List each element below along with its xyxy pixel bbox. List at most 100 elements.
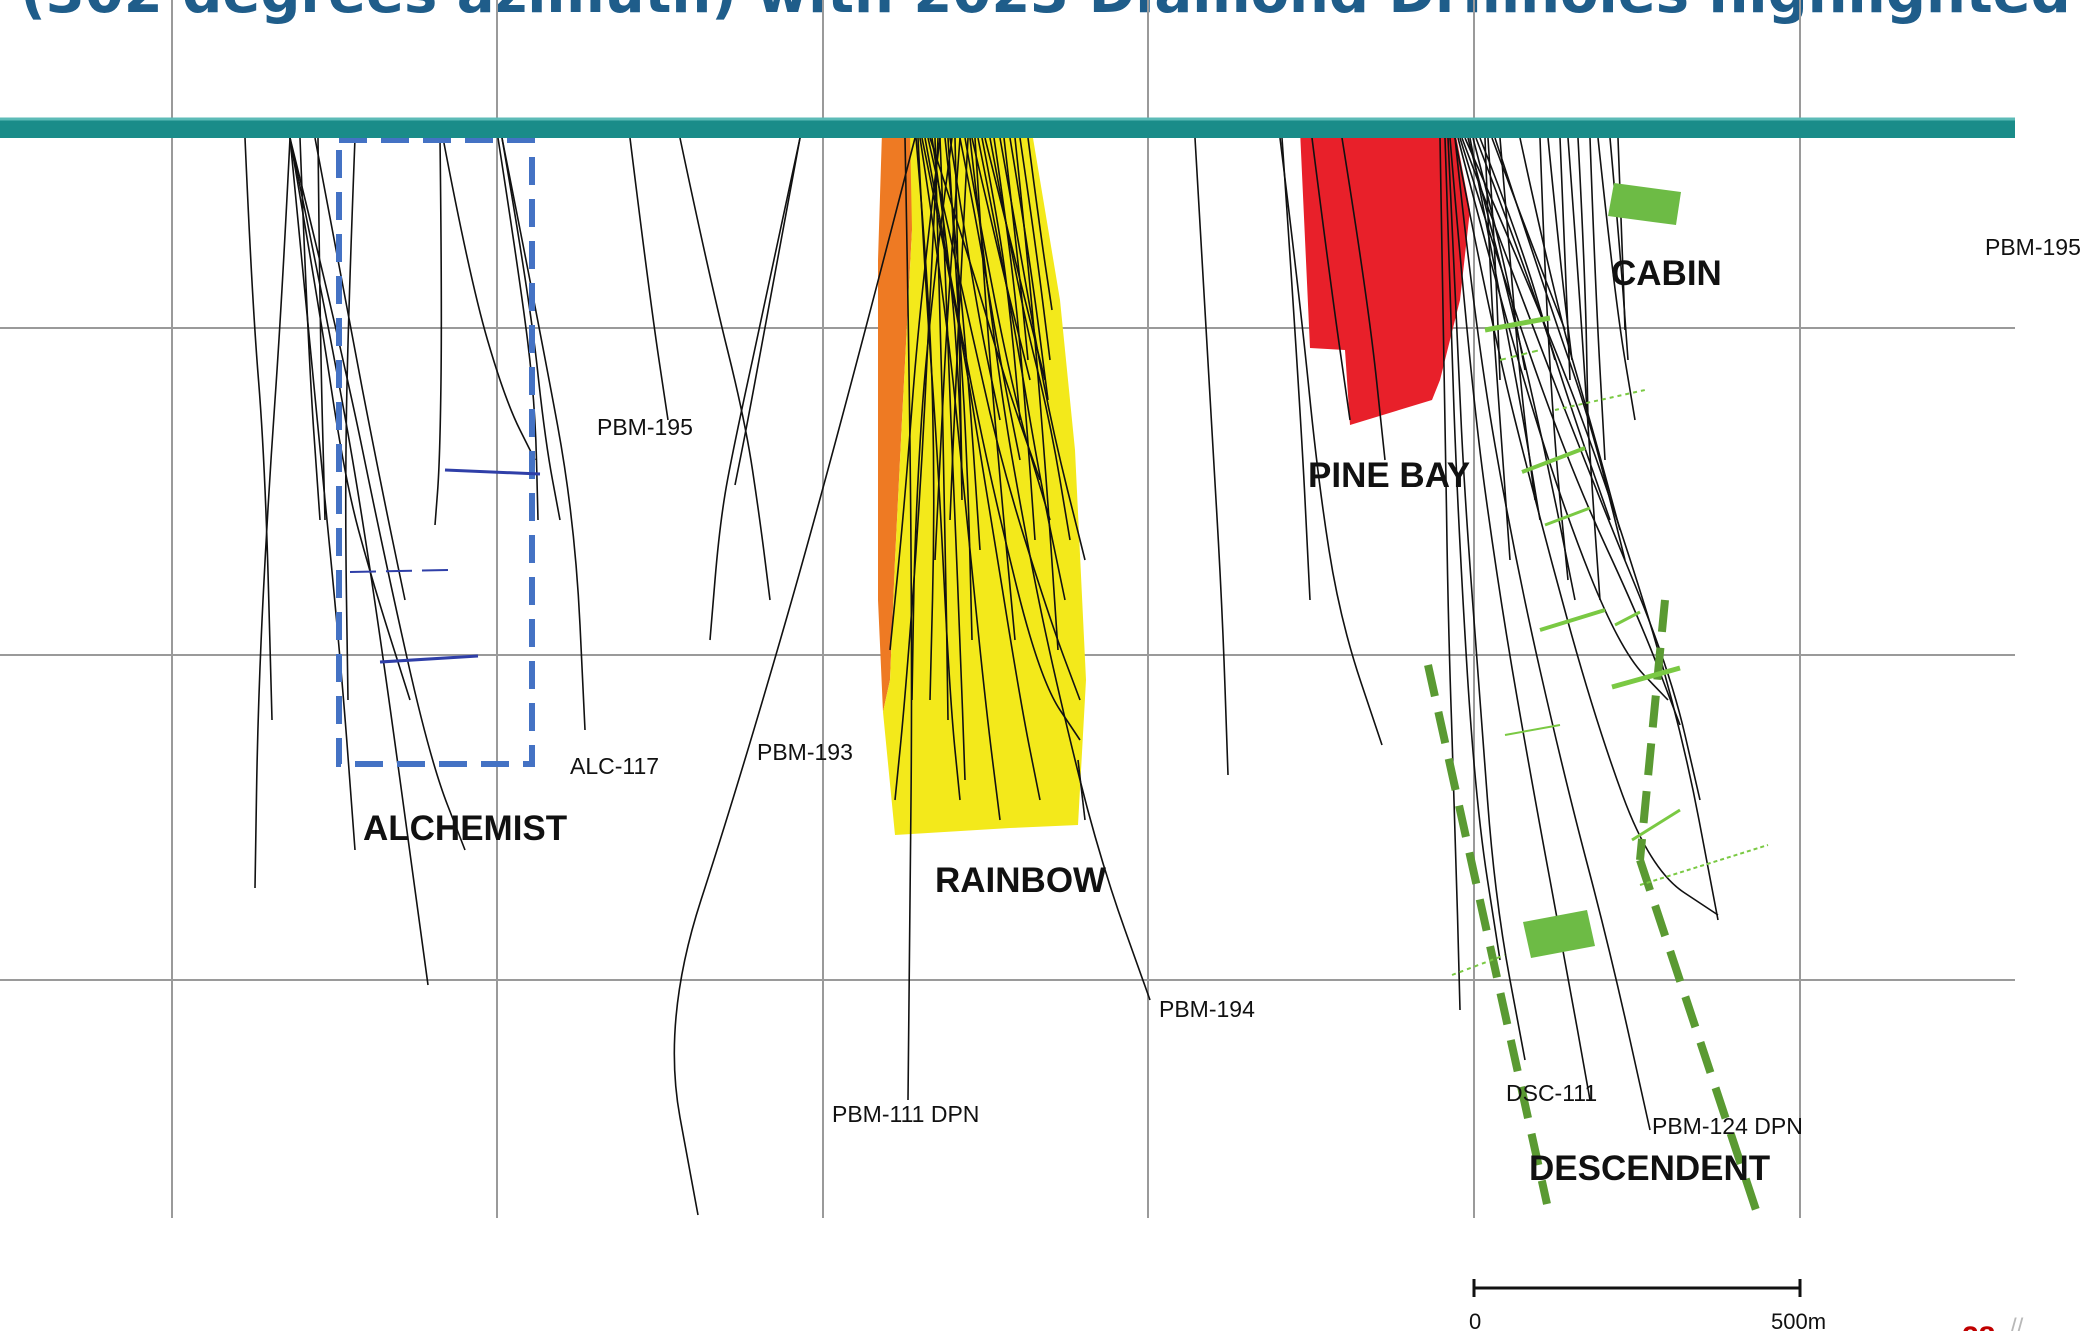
drillhole-trace [679,137,771,601]
drillhole-trace [442,137,536,461]
alchemist-vein [349,569,451,573]
drillhole-trace [1597,137,1636,421]
drillhole-trace [1589,137,1606,461]
drillhole-trace [1447,137,1526,1061]
drillhole-trace [981,137,1021,421]
drillhole-trace [1014,137,1059,651]
highlighted-hole-segment [1539,608,1606,632]
highlighted-hole-segment [1484,315,1551,333]
scale-bar-end-label: 500m [1771,1309,1826,1331]
drillhole-trace [629,137,669,421]
drillhole-trace [1311,137,1351,421]
drillhole-trace [1454,137,1651,1131]
highlighted-hole-segment [1521,446,1586,474]
drillhole-trace [889,137,941,651]
drillhole-trace [1559,137,1571,381]
zone-label-descendent: DESCENDENT [1529,1149,1770,1188]
drillhole-trace [289,137,466,851]
drillhole-trace [673,137,916,1216]
highlighted-hole-segment [1451,954,1506,976]
drillhole-trace [904,137,913,1101]
drillhole-trace [254,137,291,889]
drillhole-trace [911,137,953,701]
hole-label-dsc111: DSC-111 [1506,1080,1597,1106]
highlighted-hole-segment [1639,844,1769,886]
drillhole-trace [1003,137,1029,361]
drillhole-trace [1027,137,1053,311]
drillhole-trace [984,137,1046,381]
drillhole-trace [1577,137,1589,421]
drillhole-trace [1484,137,1511,561]
drillhole-trace [1281,137,1311,601]
alchemist-outline [336,137,541,767]
pine-bay-zone [1300,130,1470,425]
page-number-slashes: // [2010,1314,2024,1331]
drillhole-trace [1617,137,1626,331]
drillhole-trace [1194,137,1229,776]
descendent-outline [1424,599,1762,1218]
drillhole-trace [1487,137,1501,381]
zone-label-cabin: CABIN [1611,254,1722,293]
drillhole-trace [1341,137,1386,461]
drillhole-trace [971,137,1031,381]
highlighted-hole-segment [1504,724,1561,736]
highlighted-hole-segment [1611,665,1681,690]
drillhole-trace [709,137,801,641]
drillholes-group [244,137,1719,1216]
scale-bar-start-label: 0 [1469,1309,1481,1331]
drillhole-trace [1019,137,1051,361]
drillhole-trace [1472,137,1526,371]
pine-bay-orebody [1300,130,1470,425]
drillhole-trace [244,137,273,721]
descendent-highlight-block [1523,910,1595,958]
drillhole-trace [1499,137,1536,501]
descendent-boundary-right [1636,599,1669,861]
drillhole-trace [1547,137,1573,361]
highlighted-hole-segment [1631,808,1681,842]
hole-label-alc117: ALC-117 [570,753,659,779]
zone-label-pine-bay: PINE BAY [1308,456,1470,495]
drillhole-trace [501,137,561,521]
drillhole-trace [947,137,973,641]
drillhole-trace [894,137,939,801]
drillhole-trace [1494,137,1626,561]
alchemist-vein [444,468,541,476]
descendent-boundary-left [1424,664,1551,1205]
drillhole-trace [1279,137,1383,746]
section-title: (302 degrees azimuth) with 2023 Diamond … [0,0,2091,34]
hole-label-pbm194: PBM-194 [1159,996,1255,1022]
drillhole-trace [497,137,539,521]
drillhole-trace [939,137,966,781]
drillhole-trace [314,137,406,601]
zone-label-alchemist: ALCHEMIST [363,809,567,848]
drillhole-trace [969,137,1151,1001]
drillhole-trace [934,137,961,561]
drillhole-trace [921,137,1041,801]
drillhole-trace [317,137,326,521]
drillhole-trace [1567,137,1601,601]
hole-label-pbm195: PBM-195 [597,414,693,440]
hole-label-pbm111: PBM-111 DPN [832,1101,979,1127]
surface [0,117,2015,138]
drillhole-trace [1539,137,1569,581]
drillhole-trace [1461,137,1701,801]
highlighted-2023-holes [1451,315,1769,976]
highlighted-hole-segment [1499,349,1541,361]
drillhole-trace [993,137,1036,541]
surface-bar [0,118,2015,138]
drillhole-trace [924,137,1081,741]
page-number: 28 [1962,1321,1995,1331]
hole-labels: PBM-195 PBM-195 ALC-117 PBM-193 PBM-194 … [570,234,2081,1139]
hole-label-pbm195-right: PBM-195 [1985,234,2081,260]
scale-bar: 0 500m [1469,1279,1826,1331]
rainbow-orange-zone [878,132,928,712]
hole-label-pbm193: PBM-193 [757,739,853,765]
highlighted-hole-segment [1614,610,1641,627]
drillhole-trace [344,137,356,701]
drillhole-trace [1467,137,1576,601]
alchemist-vein [379,654,479,664]
drillhole-trace [299,137,321,521]
drillhole-trace [1519,137,1621,531]
hole-label-pbm124: PBM-124 DPN [1652,1113,1803,1139]
